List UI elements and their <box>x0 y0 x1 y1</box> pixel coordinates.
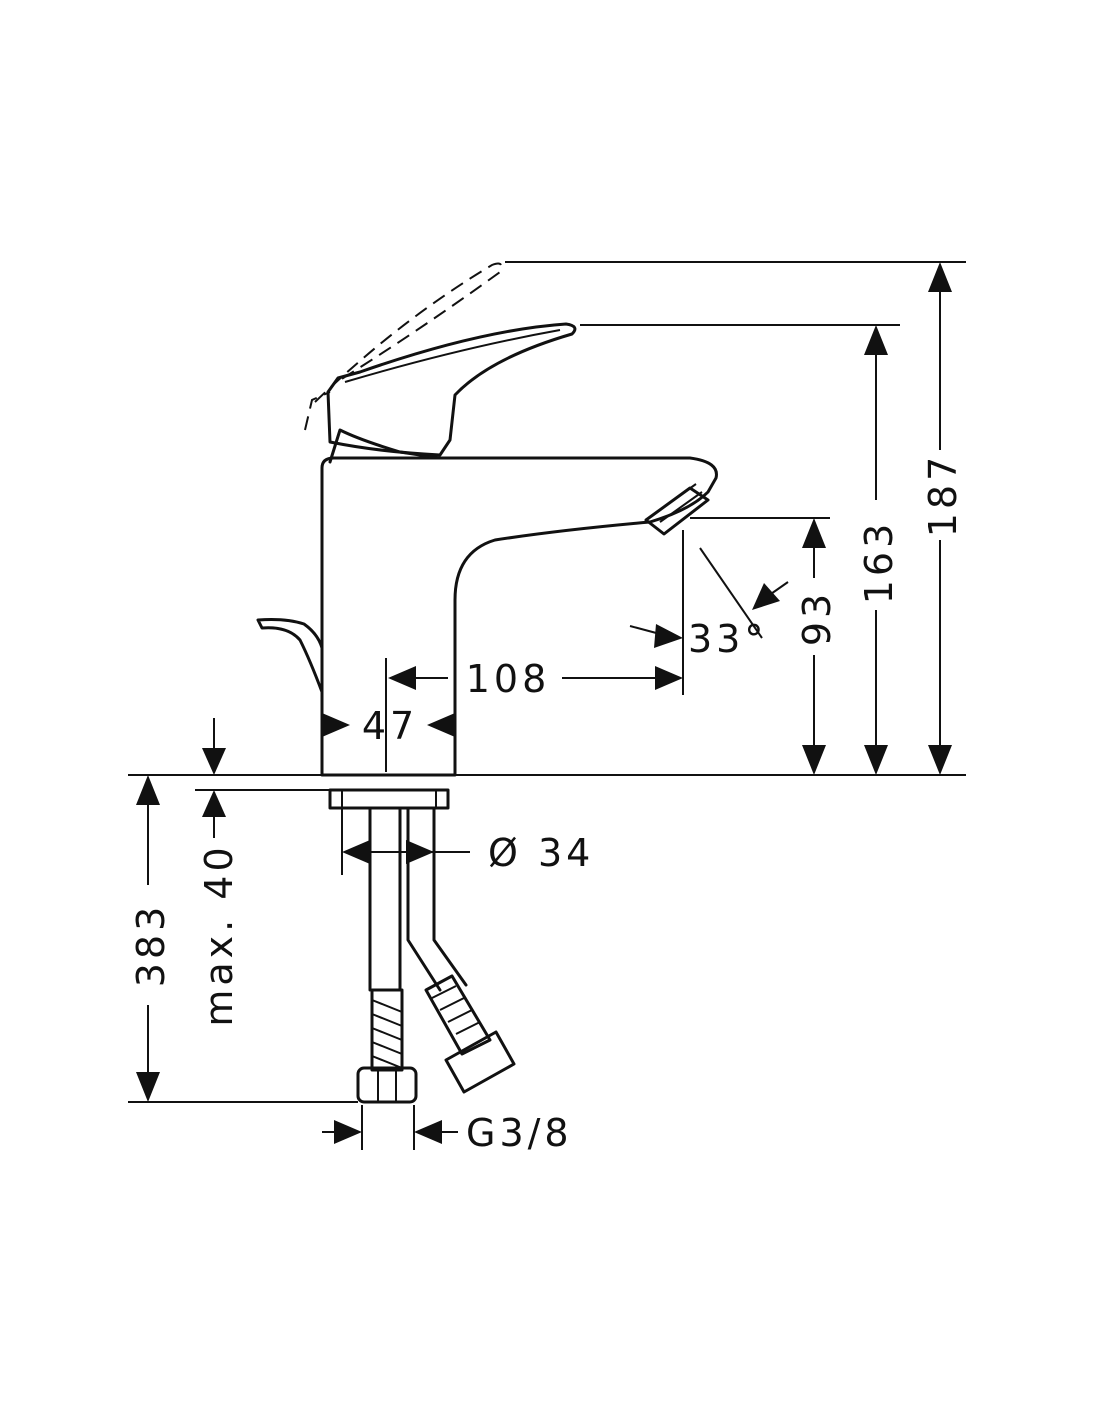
dim-arrow <box>334 1120 362 1144</box>
dim-arrow <box>802 745 826 775</box>
dim-max-thickness: max. 40 <box>197 718 241 1027</box>
dim-body-width: 47 <box>322 704 455 748</box>
dim-arrow <box>928 745 952 775</box>
dim-label-93: 93 <box>795 590 839 646</box>
dim-label-383: 383 <box>129 903 173 988</box>
dim-height-total: 187 <box>921 262 965 775</box>
dim-arrow <box>136 775 160 805</box>
dim-arrow <box>136 1072 160 1102</box>
dim-label-thread: G3/8 <box>466 1111 573 1155</box>
dim-arrow <box>427 713 455 737</box>
dim-arrow <box>414 1120 442 1144</box>
dim-label-108: 108 <box>466 657 551 701</box>
dim-arrow <box>864 325 888 355</box>
dim-arrow <box>752 583 780 610</box>
dim-arrow <box>342 840 370 864</box>
dim-arrow <box>388 666 416 690</box>
dim-thread: G3/8 <box>322 1111 573 1155</box>
dim-arrow <box>655 666 683 690</box>
dim-arrow <box>322 713 350 737</box>
dim-hole-diameter: Ø 34 <box>342 831 594 875</box>
dim-label-diameter: Ø 34 <box>488 831 594 875</box>
dim-arrow <box>928 262 952 292</box>
extension-lines <box>128 261 966 1150</box>
dim-label-47: 47 <box>362 704 418 748</box>
dim-label-max40: max. 40 <box>197 843 241 1026</box>
dim-arrow <box>202 748 226 775</box>
dim-arrow <box>864 745 888 775</box>
dim-arrow <box>802 518 826 548</box>
dim-arrow <box>202 790 226 817</box>
dim-height-lever: 163 <box>857 325 901 775</box>
faucet-outline <box>256 262 718 777</box>
dim-hose-length: 383 <box>129 775 173 1102</box>
dim-arrow <box>654 624 683 648</box>
dim-label-33: 33° <box>688 617 767 661</box>
dim-spout-angle: 33° <box>629 581 789 661</box>
dim-label-187: 187 <box>921 453 965 538</box>
dim-height-spout: 93 <box>795 518 839 775</box>
mounting-assembly <box>328 788 516 1104</box>
dim-spout-reach: 108 <box>388 657 683 701</box>
dim-label-163: 163 <box>857 520 901 605</box>
